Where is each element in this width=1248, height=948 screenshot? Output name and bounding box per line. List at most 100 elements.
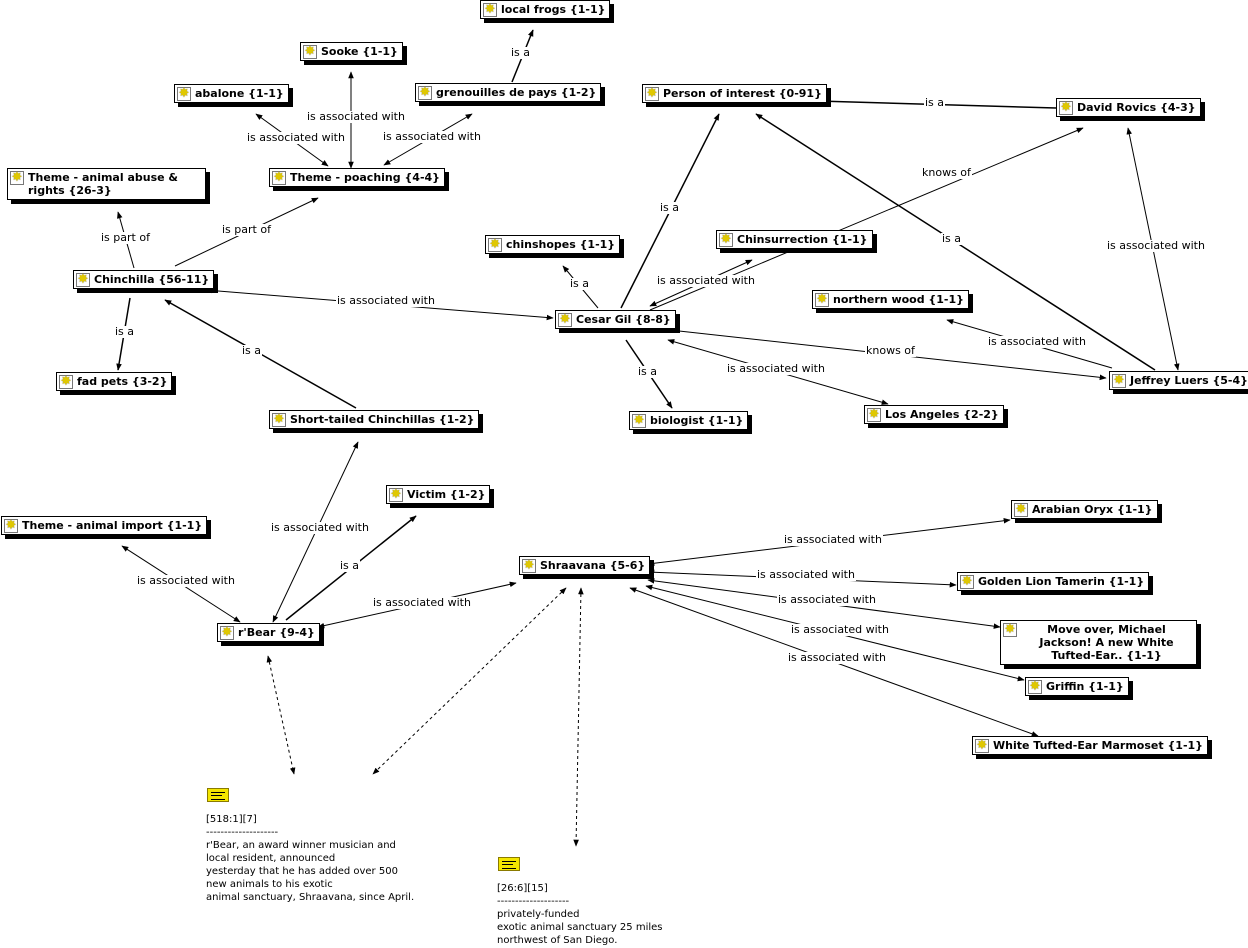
edge-label-knows-of: knows of: [865, 344, 916, 357]
topic-star-icon: [1003, 622, 1017, 637]
node-label: Theme - animal import {1-1}: [22, 519, 203, 532]
topic-star-icon: [960, 574, 974, 589]
edge-label-is-associated-with: is associated with: [372, 596, 472, 609]
edge-label-is-associated-with: is associated with: [783, 533, 883, 546]
node-local-frogs[interactable]: local frogs {1-1}: [480, 0, 611, 19]
node-label: Shraavana {5-6}: [540, 559, 646, 572]
node-fad-pets[interactable]: fad pets {3-2}: [56, 372, 173, 391]
node-label: Cesar Gil {8-8}: [576, 313, 671, 326]
node-theme-animal-import[interactable]: Theme - animal import {1-1}: [1, 516, 208, 535]
edge-label-knows-of: knows of: [921, 166, 972, 179]
edge-label-is-associated-with: is associated with: [656, 274, 756, 287]
node-move-over-michael-jackson[interactable]: Move over, Michael Jackson! A new White …: [1000, 620, 1197, 665]
note-shraavana-separator: --------------------: [497, 896, 570, 907]
node-label: Sooke {1-1}: [321, 45, 398, 58]
topic-star-icon: [632, 413, 646, 428]
node-theme-animal-abuse[interactable]: Theme - animal abuse & rights {26-3}: [7, 168, 206, 200]
topic-star-icon: [59, 374, 73, 389]
node-label: White Tufted-Ear Marmoset {1-1}: [993, 739, 1203, 752]
note-rbear-ref: [518:1][7]: [206, 814, 257, 825]
edge-label-is-associated-with: is associated with: [987, 335, 1087, 348]
node-label: r'Bear {9-4}: [238, 626, 315, 639]
edge-label-is-a: is a: [924, 96, 946, 109]
node-arabian-oryx[interactable]: Arabian Oryx {1-1}: [1011, 500, 1158, 519]
edge-label-is-part-of: is part of: [221, 223, 272, 236]
topic-star-icon: [272, 412, 286, 427]
node-biologist[interactable]: biologist {1-1}: [629, 411, 749, 430]
edge-label-is-associated-with: is associated with: [306, 110, 406, 123]
topic-star-icon: [418, 85, 432, 100]
node-label: Short-tailed Chinchillas {1-2}: [290, 413, 475, 426]
topic-star-icon: [815, 292, 829, 307]
node-label: chinshopes {1-1}: [506, 238, 616, 251]
edge-label-is-associated-with: is associated with: [336, 294, 436, 307]
topic-star-icon: [975, 738, 989, 753]
edge-label-is-a: is a: [941, 232, 963, 245]
topic-star-icon: [1028, 679, 1042, 694]
edge-label-is-associated-with: is associated with: [246, 131, 346, 144]
node-jeffrey-luers[interactable]: Jeffrey Luers {5-4}: [1109, 371, 1248, 390]
node-grenouilles-de-pays[interactable]: grenouilles de pays {1-2}: [415, 83, 602, 102]
note-icon[interactable]: [207, 788, 229, 802]
edge-label-is-associated-with: is associated with: [790, 623, 890, 636]
topic-star-icon: [867, 407, 881, 422]
topic-star-icon: [10, 170, 24, 185]
node-label: Griffin {1-1}: [1046, 680, 1124, 693]
edge-label-is-a: is a: [637, 365, 659, 378]
node-label: fad pets {3-2}: [77, 375, 168, 388]
node-northern-wood[interactable]: northern wood {1-1}: [812, 290, 969, 309]
node-label: Golden Lion Tamerin {1-1}: [978, 575, 1145, 588]
node-chinsurrection[interactable]: Chinsurrection {1-1}: [716, 230, 873, 249]
node-label: Person of interest {0-91}: [663, 87, 822, 100]
node-label: Jeffrey Luers {5-4}: [1130, 374, 1248, 387]
node-label: grenouilles de pays {1-2}: [436, 86, 597, 99]
edge-label-is-associated-with: is associated with: [136, 574, 236, 587]
node-label: Arabian Oryx {1-1}: [1032, 503, 1153, 516]
topic-star-icon: [1059, 100, 1073, 115]
note-rbear-text: r'Bear, an award winner musician and loc…: [206, 840, 415, 903]
edge-label-is-associated-with: is associated with: [756, 568, 856, 581]
topic-star-icon: [645, 86, 659, 101]
node-white-tufted-ear-marmoset[interactable]: White Tufted-Ear Marmoset {1-1}: [972, 736, 1208, 755]
edge-note-shraavana-1: [372, 587, 567, 775]
node-rbear[interactable]: r'Bear {9-4}: [217, 623, 320, 642]
topic-star-icon: [1014, 502, 1028, 517]
edge-label-is-associated-with: is associated with: [777, 593, 877, 606]
node-sooke[interactable]: Sooke {1-1}: [300, 42, 403, 61]
node-label: abalone {1-1}: [195, 87, 284, 100]
node-chinchilla[interactable]: Chinchilla {56-11}: [73, 270, 215, 289]
node-golden-lion-tamerin[interactable]: Golden Lion Tamerin {1-1}: [957, 572, 1150, 591]
node-david-rovics[interactable]: David Rovics {4-3}: [1056, 98, 1201, 117]
edge-label-is-associated-with: is associated with: [382, 130, 482, 143]
node-abalone[interactable]: abalone {1-1}: [174, 84, 289, 103]
node-label: Theme - animal abuse & rights {26-3}: [28, 171, 179, 197]
node-label: David Rovics {4-3}: [1077, 101, 1196, 114]
topic-star-icon: [76, 272, 90, 287]
node-victim[interactable]: Victim {1-2}: [386, 485, 491, 504]
note-shraavana-ref: [26:6][15]: [497, 883, 548, 894]
topic-star-icon: [4, 518, 18, 533]
node-person-of-interest[interactable]: Person of interest {0-91}: [642, 84, 827, 103]
topic-star-icon: [522, 558, 536, 573]
node-cesar-gil[interactable]: Cesar Gil {8-8}: [555, 310, 676, 329]
node-theme-poaching[interactable]: Theme - poaching {4-4}: [269, 168, 445, 187]
note-icon[interactable]: [498, 857, 520, 871]
topic-star-icon: [483, 2, 497, 17]
node-chinshopes[interactable]: chinshopes {1-1}: [485, 235, 621, 254]
note-shraavana-text: privately-funded exotic animal sanctuary…: [497, 909, 663, 946]
edge-label-is-a: is a: [339, 559, 361, 572]
topic-star-icon: [719, 232, 733, 247]
edge-label-is-part-of: is part of: [100, 231, 151, 244]
node-label: Theme - poaching {4-4}: [290, 171, 440, 184]
node-label: Los Angeles {2-2}: [885, 408, 999, 421]
topic-star-icon: [488, 237, 502, 252]
node-griffin[interactable]: Griffin {1-1}: [1025, 677, 1129, 696]
topic-star-icon: [220, 625, 234, 640]
topic-star-icon: [389, 487, 403, 502]
node-short-tailed-chinchillas[interactable]: Short-tailed Chinchillas {1-2}: [269, 410, 480, 429]
edge-note-rbear: [266, 655, 296, 775]
node-shraavana[interactable]: Shraavana {5-6}: [519, 556, 651, 575]
edge-label-is-a: is a: [659, 201, 681, 214]
node-los-angeles[interactable]: Los Angeles {2-2}: [864, 405, 1004, 424]
edge-note-shraavana-2: [573, 587, 584, 847]
